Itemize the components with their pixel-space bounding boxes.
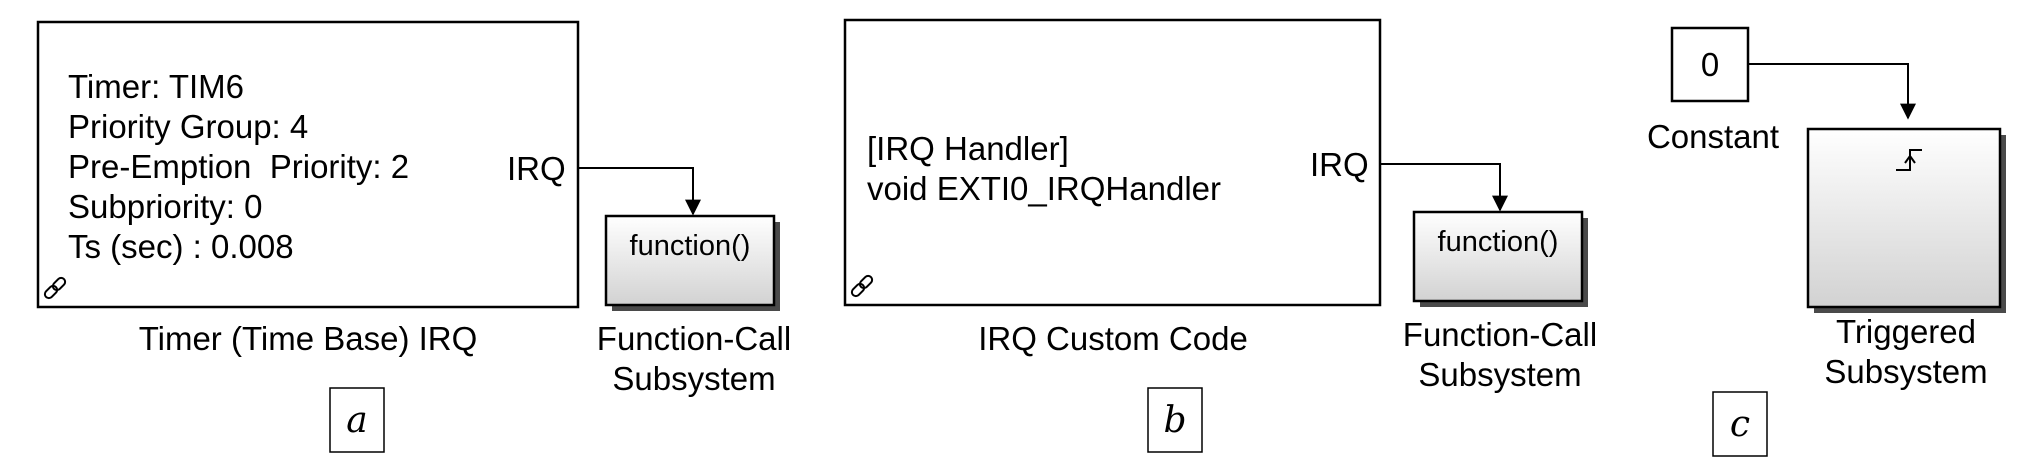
function-call-trigger-label-b: function() xyxy=(1438,226,1559,258)
panel-label-box-b xyxy=(1147,387,1203,453)
panel-label-c: c xyxy=(1730,404,1750,445)
panel-c: 0 Constant Triggered Subsystem c xyxy=(1647,26,2006,457)
wire-c xyxy=(1748,63,1916,120)
timer-irq-block[interactable]: Timer: TIM6 Priority Group: 4 Pre-Emptio… xyxy=(36,20,580,309)
function-call-trigger-label-a: function() xyxy=(630,230,751,262)
panel-label-a: a xyxy=(346,400,367,441)
triggered-caption-2: Subsystem xyxy=(1824,353,1987,390)
panel-a: Timer: TIM6 Priority Group: 4 Pre-Emptio… xyxy=(36,20,791,453)
timer-line-4: Subpriority: 0 xyxy=(68,188,262,225)
constant-caption: Constant xyxy=(1647,118,1779,155)
function-call-caption-a-2: Subsystem xyxy=(612,360,775,397)
irq-custom-code-caption: IRQ Custom Code xyxy=(978,320,1248,357)
function-call-subsystem-b[interactable]: function() xyxy=(1412,210,1588,307)
panel-label-b: b xyxy=(1163,400,1186,441)
constant-block[interactable]: 0 xyxy=(1670,26,1750,103)
panel-label-box-c xyxy=(1712,391,1768,457)
timer-line-5: Ts (sec) : 0.008 xyxy=(68,228,294,265)
link-icon xyxy=(850,274,874,298)
triggered-subsystem[interactable] xyxy=(1806,127,2006,313)
panel-label-box-a xyxy=(329,387,385,453)
irq-custom-code-block[interactable]: [IRQ Handler] void EXTI0_IRQHandler IRQ xyxy=(843,18,1382,307)
constant-value: 0 xyxy=(1701,46,1719,83)
link-icon xyxy=(43,276,67,300)
function-call-caption-b-2: Subsystem xyxy=(1418,356,1581,393)
timer-line-3: Pre-Emption Priority: 2 xyxy=(68,148,409,185)
function-call-caption-a-1: Function-Call xyxy=(597,320,791,357)
function-call-subsystem-a[interactable]: function() xyxy=(604,214,780,311)
custom-code-line-1: [IRQ Handler] xyxy=(867,130,1069,167)
timer-irq-port-label: IRQ xyxy=(507,150,566,187)
panel-b: [IRQ Handler] void EXTI0_IRQHandler IRQ … xyxy=(843,18,1597,453)
timer-irq-caption: Timer (Time Base) IRQ xyxy=(139,320,478,357)
wire-a xyxy=(578,167,701,216)
custom-code-irq-port-label: IRQ xyxy=(1310,146,1369,183)
timer-line-2: Priority Group: 4 xyxy=(68,108,308,145)
custom-code-line-2: void EXTI0_IRQHandler xyxy=(867,170,1221,207)
triggered-caption-1: Triggered xyxy=(1836,313,1976,350)
wire-b xyxy=(1380,163,1508,212)
trigger-rising-edge-icon xyxy=(1896,149,1922,171)
function-call-caption-b-1: Function-Call xyxy=(1403,316,1597,353)
timer-line-1: Timer: TIM6 xyxy=(68,68,244,105)
